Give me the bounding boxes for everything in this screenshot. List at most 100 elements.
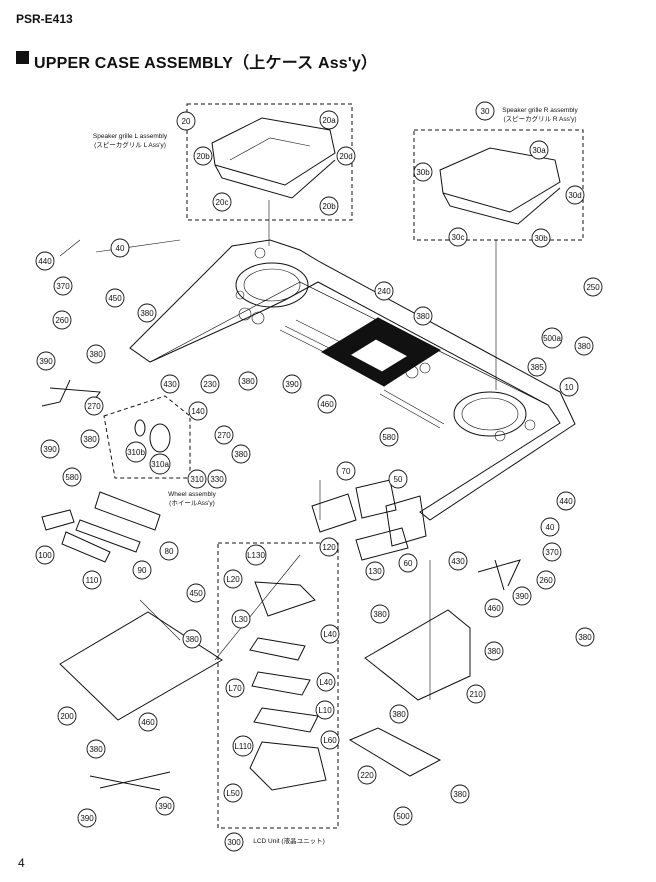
callout-380-9: 380 [182, 629, 202, 649]
callout-460-3: 460 [484, 598, 504, 618]
callout-text: 380 [453, 790, 467, 799]
callout-text: 430 [451, 557, 465, 566]
cable-390-c [477, 559, 521, 591]
callout-text: 20b [196, 152, 210, 161]
callout-text: 380 [392, 710, 406, 719]
callout-text: 380 [416, 312, 430, 321]
callout-440-r: 440 [556, 491, 576, 511]
callout-L130: L130 [245, 544, 267, 566]
callout-text: 440 [38, 257, 52, 266]
callout-text: 20c [216, 198, 229, 207]
callout-460-2: 460 [138, 712, 158, 732]
cable-390-b [89, 771, 171, 791]
callout-380-2: 380 [137, 303, 157, 323]
model-name: PSR-E413 [16, 12, 73, 26]
callout-text: 100 [38, 551, 52, 560]
callout-text: 40 [546, 523, 555, 532]
callout-390-2: 390 [282, 374, 302, 394]
callout-260-r: 260 [536, 570, 556, 590]
callout-text: 110 [86, 576, 99, 585]
callout-text: 500 [396, 812, 410, 821]
callout-text: 40 [116, 244, 125, 253]
callout-text: 380 [577, 342, 591, 351]
grille-l-group-box [186, 103, 353, 221]
callout-100: 100 [35, 545, 55, 565]
button-strip-110 [61, 531, 111, 563]
callout-L70: L70 [225, 678, 245, 698]
callout-390-1: 390 [36, 351, 56, 371]
callout-text: 270 [87, 402, 101, 411]
callout-300: 300 [224, 832, 244, 852]
callout-L40-2: L40 [316, 672, 336, 692]
wheel-label-jp: (ホイールAss'y) [169, 499, 215, 507]
callout-20b-1: 20b [193, 146, 213, 166]
callout-text: L30 [234, 615, 248, 624]
callout-text: 450 [108, 294, 122, 303]
callout-text: 380 [578, 633, 592, 642]
callout-440-l: 440 [35, 251, 55, 271]
callout-text: L40 [323, 630, 337, 639]
callout-text: 260 [539, 576, 553, 585]
callout-text: 80 [165, 547, 174, 556]
callout-text: 380 [241, 377, 255, 386]
callout-200: 200 [57, 706, 77, 726]
callout-380-1: 380 [86, 344, 106, 364]
callout-text: 240 [377, 287, 391, 296]
callout-text: 30a [532, 146, 546, 155]
callout-30a: 30a [529, 140, 549, 160]
grille-r-label-jp: (スピーカグリル R Ass'y) [503, 114, 576, 123]
button-group-120 [311, 493, 357, 533]
callout-text: 380 [185, 635, 199, 644]
callout-380-11: 380 [370, 604, 390, 624]
callout-text: 370 [545, 548, 559, 557]
callout-80: 80 [159, 541, 179, 561]
button-group-130 [355, 527, 409, 561]
callout-text: 580 [382, 433, 396, 442]
callout-text: 460 [320, 400, 334, 409]
callout-70: 70 [336, 461, 356, 481]
callout-270-1: 270 [84, 396, 104, 416]
callout-text: 210 [469, 690, 483, 699]
callout-text: 380 [373, 610, 387, 619]
pcb-200 [59, 611, 223, 721]
callout-450-2: 450 [186, 583, 206, 603]
callout-230: 230 [200, 374, 220, 394]
button-strip-80 [94, 491, 161, 531]
pcb-220 [348, 727, 442, 777]
callout-text: 30 [481, 107, 490, 116]
grille-l-label-jp: (スピーカグリル L Ass'y) [94, 140, 166, 149]
callout-310a: 310a [149, 453, 171, 475]
callout-270-2: 270 [214, 425, 234, 445]
callout-text: L130 [247, 551, 265, 560]
callout-130: 130 [365, 561, 385, 581]
callout-20d: 20d [336, 146, 356, 166]
callout-text: 380 [83, 435, 97, 444]
callout-380-13: 380 [389, 704, 409, 724]
speaker-left [235, 262, 309, 308]
callout-220: 220 [357, 765, 377, 785]
callout-250: 250 [583, 277, 603, 297]
callout-60: 60 [398, 553, 418, 573]
callout-30: 30 [475, 101, 495, 121]
grille-r-group-box [413, 129, 584, 241]
callout-text: 20d [339, 152, 352, 161]
page-title: UPPER CASE ASSEMBLY（上ケース Ass'y） [34, 55, 378, 72]
callout-text: 250 [586, 283, 600, 292]
pcb-210 [364, 609, 471, 701]
callout-40-l: 40 [110, 238, 130, 258]
title-marker [16, 51, 29, 64]
callout-50: 50 [388, 469, 408, 489]
callout-310b: 310b [125, 441, 147, 463]
lcd-unit-label: LCD Unit (液晶ユニット) [253, 836, 325, 845]
callout-text: 20a [322, 116, 336, 125]
callout-text: L20 [226, 575, 240, 584]
speaker-right [453, 391, 527, 437]
wheel-label-en: Wheel assembly [168, 491, 216, 498]
callout-L10: L10 [315, 700, 335, 720]
callout-text: 30b [416, 168, 430, 177]
callout-500: 500 [393, 806, 413, 826]
callout-430-r: 430 [448, 551, 468, 571]
wheel-part [149, 423, 171, 453]
